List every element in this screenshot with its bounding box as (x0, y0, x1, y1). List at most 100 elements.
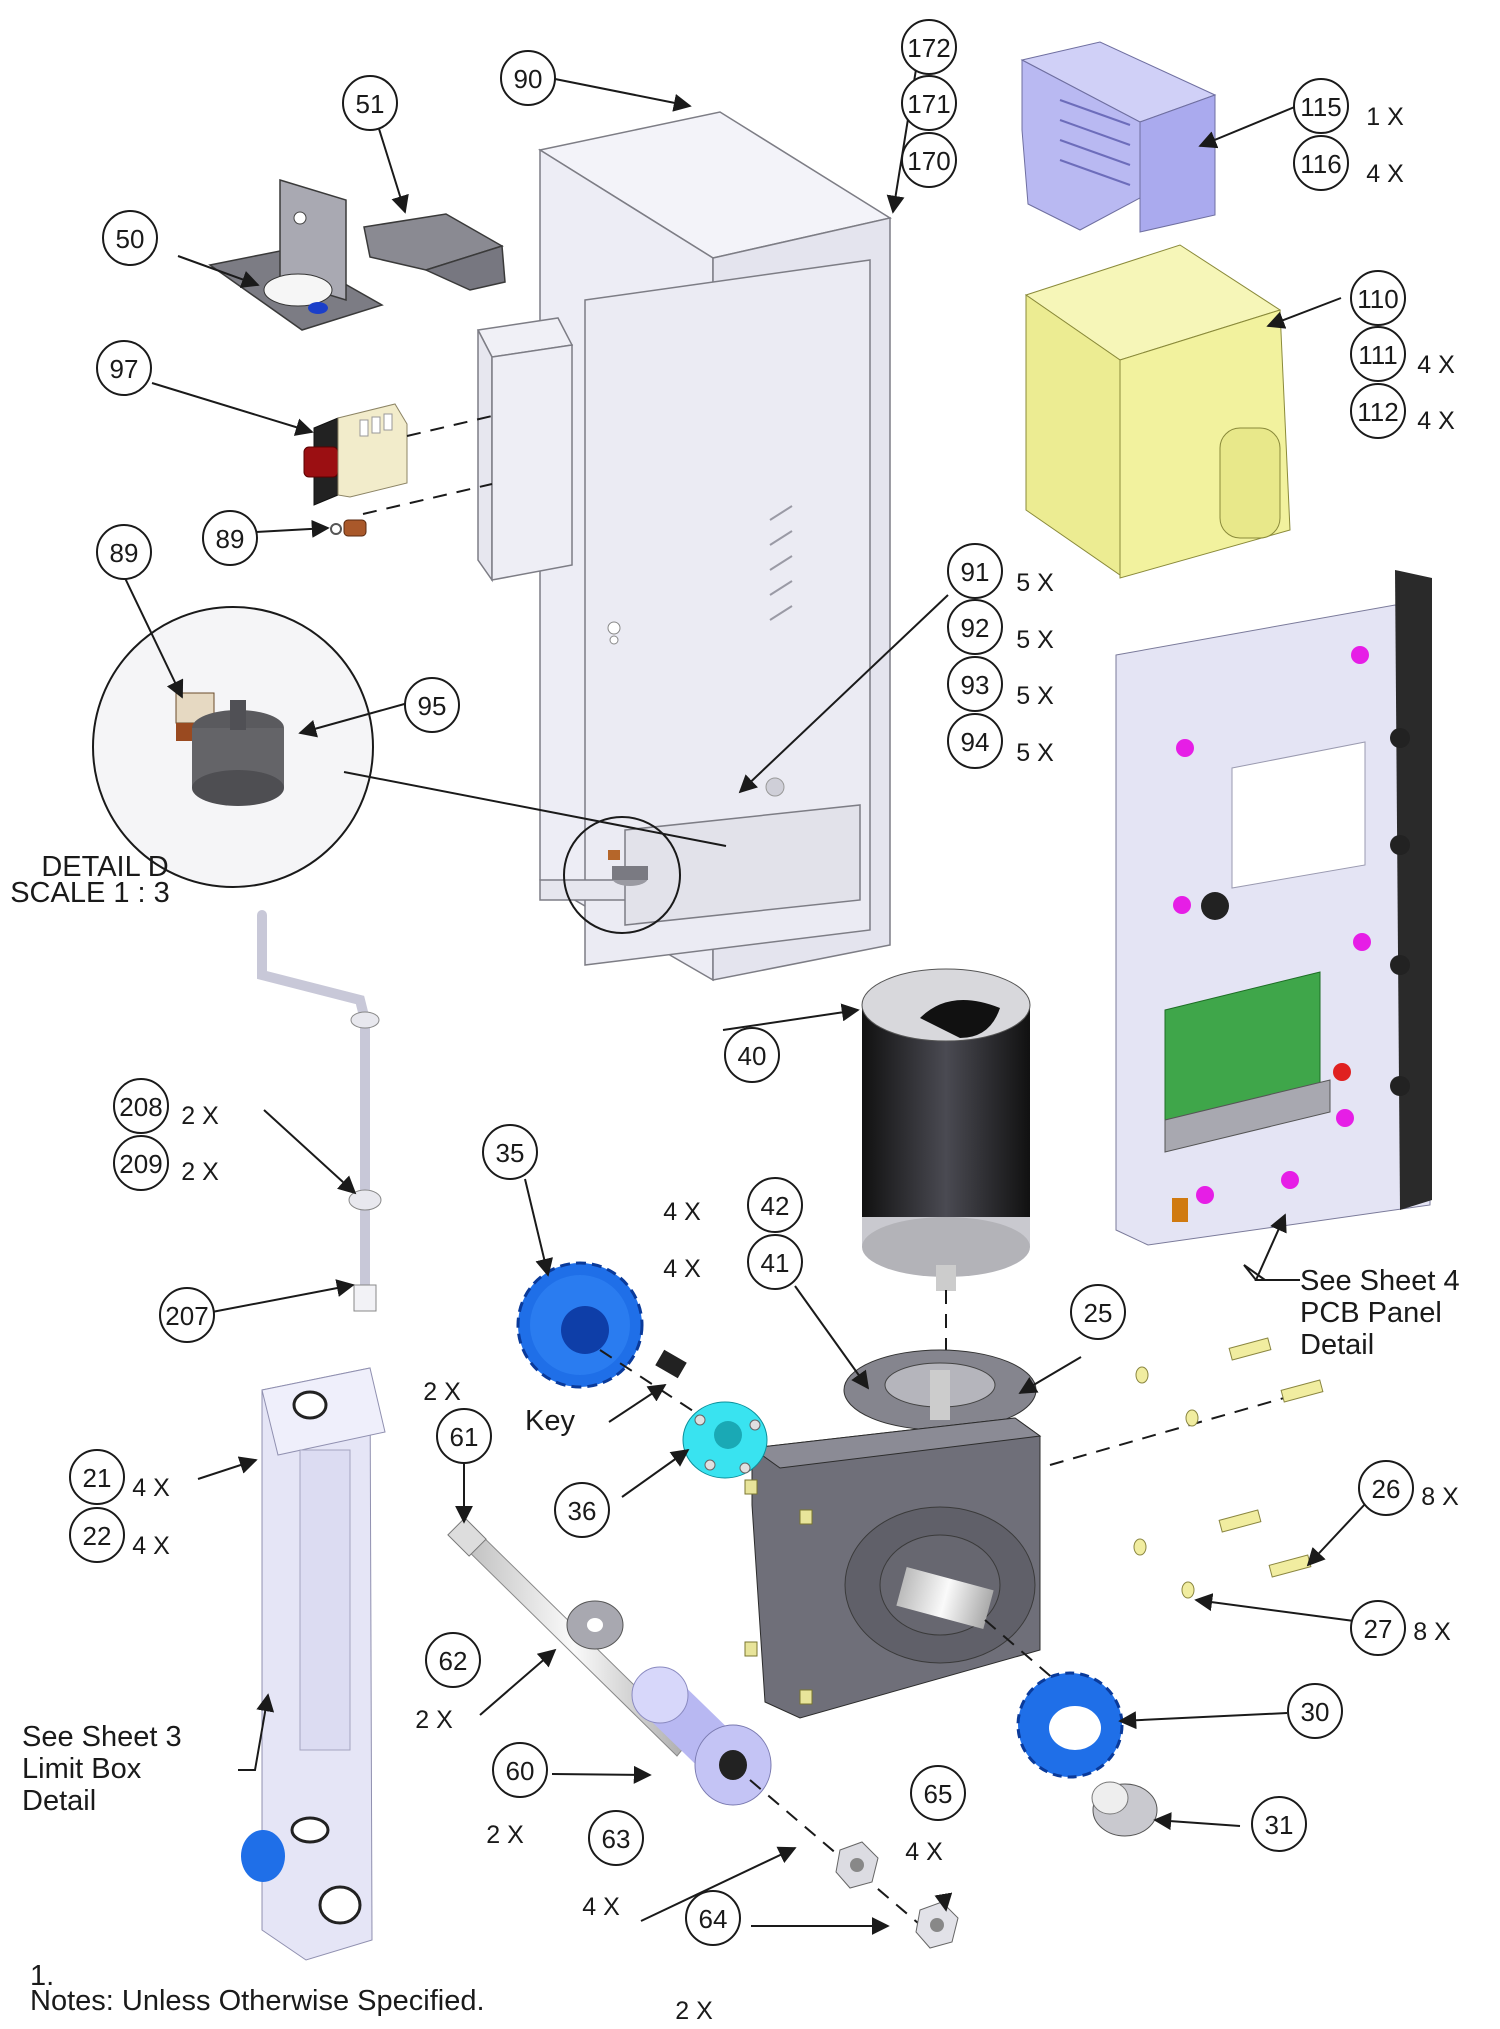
leader-lines (123, 56, 1367, 1935)
balloon-95: 95 (404, 677, 460, 733)
quantity-label: 4 X (132, 1474, 170, 1502)
balloon-31: 31 (1251, 1796, 1307, 1852)
balloon-116: 116 (1293, 135, 1349, 191)
balloon-21: 21 (69, 1449, 125, 1505)
sheet3-line2: Limit Box (22, 1753, 142, 1785)
balloon-label: 42 (761, 1191, 790, 1221)
balloon-label: 35 (496, 1138, 525, 1168)
quantity-label: 2 X (675, 1997, 713, 2025)
balloon-label: 25 (1084, 1298, 1113, 1328)
nut-part (835, 1841, 879, 1889)
quantity-labels: 1 X4 X4 X4 X5 X5 X5 X5 X2 X2 X4 X4 X8 X8… (132, 103, 1459, 2025)
balloon-51: 51 (342, 75, 398, 131)
balloon-label: 65 (924, 1779, 953, 1809)
balloon-label: 171 (907, 89, 950, 119)
balloon-97: 97 (96, 340, 152, 396)
balloon-170: 170 (901, 132, 957, 188)
quantity-label: 5 X (1016, 569, 1054, 597)
balloon-61: 61 (436, 1408, 492, 1464)
balloon-label: 110 (1357, 284, 1398, 314)
balloon-22: 22 (69, 1507, 125, 1563)
balloon-111: 111 (1350, 326, 1406, 382)
balloon-207: 207 (159, 1287, 215, 1343)
balloon-label: 50 (116, 224, 145, 254)
crank-handle-part (257, 910, 382, 1312)
quantity-label: 4 X (663, 1255, 701, 1283)
motor-part (861, 968, 1031, 1291)
sprocket-part (516, 1261, 644, 1389)
detail-d-callout-circle (563, 816, 681, 934)
balloon-label: 111 (1358, 340, 1398, 370)
quantity-label: 2 X (415, 1706, 453, 1734)
balloon-208: 208 (113, 1078, 169, 1134)
detail-scale: SCALE 1 : 3 (10, 877, 170, 909)
mounting-bracket-part (208, 178, 384, 331)
balloon-35: 35 (482, 1124, 538, 1180)
sheet4-line3: Detail (1300, 1329, 1374, 1361)
balloon-label: 26 (1372, 1474, 1401, 1504)
balloon-89: 89 (202, 510, 258, 566)
sheet4-line1: See Sheet 4 (1300, 1265, 1460, 1297)
balloon-label: 93 (961, 670, 990, 700)
balloon-42: 42 (747, 1177, 803, 1233)
limit-box-part (240, 1367, 386, 1961)
sheet4-line2: PCB Panel (1300, 1297, 1442, 1329)
balloon-label: 97 (110, 354, 139, 384)
key-label: Key (525, 1405, 575, 1437)
quantity-label: 5 X (1016, 739, 1054, 767)
balloon-91: 91 (947, 543, 1003, 599)
balloon-label: 172 (907, 33, 950, 63)
quantity-label: 4 X (1417, 351, 1455, 379)
balloon-label: 31 (1265, 1810, 1294, 1840)
balloon-label: 170 (907, 146, 950, 176)
balloon-36: 36 (554, 1482, 610, 1538)
enclosure-part (476, 111, 892, 982)
balloon-label: 64 (699, 1904, 728, 1934)
fuse-part (330, 519, 367, 537)
balloon-25: 25 (1070, 1284, 1126, 1340)
balloon-93: 93 (947, 656, 1003, 712)
balloon-90: 90 (500, 50, 556, 106)
balloon-label: 92 (961, 613, 990, 643)
balloon-label: 40 (738, 1041, 767, 1071)
balloon-64: 64 (685, 1890, 741, 1946)
idler-roller-part (631, 1666, 772, 1806)
balloon-112: 112 (1350, 383, 1406, 439)
balloon-label: 41 (761, 1248, 790, 1278)
detail-leader-line (343, 771, 727, 847)
balloon-41: 41 (747, 1234, 803, 1290)
bolt-set-part (1133, 1337, 1324, 1599)
vented-cover-part (1020, 41, 1217, 233)
washer-hole (587, 1618, 603, 1632)
balloon-label: 208 (119, 1092, 162, 1122)
balloon-label: 61 (450, 1422, 479, 1452)
gearbox-part (744, 1349, 1042, 1719)
balloon-30: 30 (1287, 1683, 1343, 1739)
pcb-panel-part (1115, 570, 1432, 1246)
balloon-label: 36 (568, 1496, 597, 1526)
gasket-pad-part (363, 213, 506, 291)
detail-title: DETAIL D (41, 851, 168, 883)
balloon-27: 27 (1350, 1600, 1406, 1656)
notes-number: 1. (30, 1960, 54, 1992)
shaft-collar-part (1091, 1781, 1158, 1837)
balloon-40: 40 (724, 1027, 780, 1083)
balloon-110: 110 (1350, 270, 1406, 326)
quantity-label: 2 X (181, 1102, 219, 1130)
sheet3-line1: See Sheet 3 (22, 1721, 182, 1753)
lock-nut-part (915, 1901, 959, 1949)
notes-text: Notes: Unless Otherwise Specified. (30, 1985, 485, 2017)
balloon-label: 89 (216, 524, 245, 554)
balloon-label: 95 (418, 691, 447, 721)
balloon-label: 21 (83, 1463, 112, 1493)
quantity-label: 4 X (905, 1838, 943, 1866)
quantity-label: 4 X (132, 1532, 170, 1560)
quantity-label: 4 X (1366, 160, 1404, 188)
balloon-60: 60 (492, 1742, 548, 1798)
quantity-label: 5 X (1016, 682, 1054, 710)
balloon-label: 22 (83, 1521, 112, 1551)
balloon-89: 89 (96, 524, 152, 580)
balloon-94: 94 (947, 713, 1003, 769)
balloon-label: 30 (1301, 1697, 1330, 1727)
